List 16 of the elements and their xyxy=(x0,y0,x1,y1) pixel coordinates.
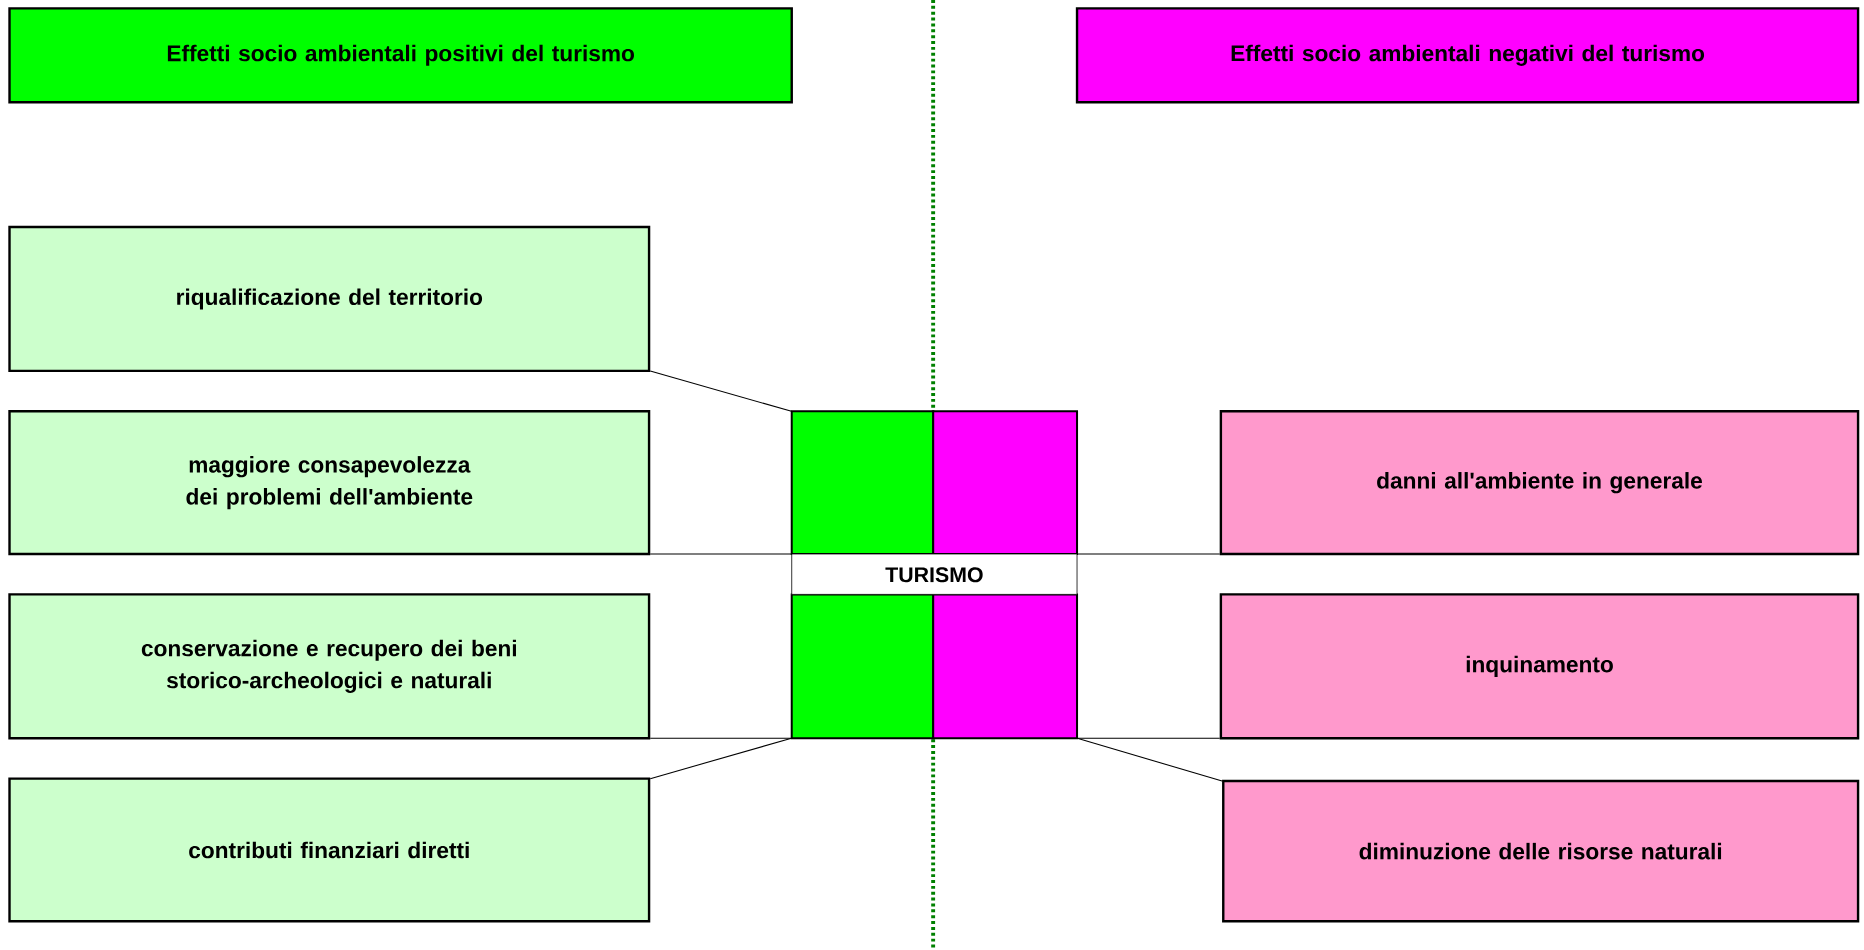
effect-box: maggiore consapevolezza dei problemi dell'ambiente xyxy=(8,410,651,556)
connector-line xyxy=(649,553,792,555)
effect-box: contributi finanziari diretti xyxy=(8,777,651,923)
connector-line xyxy=(649,370,792,412)
connector-line xyxy=(1076,737,1223,782)
effect-box: diminuzione delle risorse naturali xyxy=(1222,779,1860,923)
center-block: TURISMO xyxy=(790,410,1079,740)
heading-box: Effetti socio ambientali positivi del turismo xyxy=(8,7,793,104)
heading-box: Effetti socio ambientali negativi del turismo xyxy=(1075,7,1860,104)
effect-box: danni all'ambiente in generale xyxy=(1219,410,1860,556)
node-label: TURISMO xyxy=(885,567,983,583)
effect-box: inquinamento xyxy=(1219,593,1860,740)
connector-line xyxy=(1076,553,1221,555)
connector-line xyxy=(649,737,792,780)
effect-box: riqualificazione del territorio xyxy=(8,225,651,373)
effect-box: conservazione e recupero dei beni storico-archeologici e naturali xyxy=(8,593,651,740)
